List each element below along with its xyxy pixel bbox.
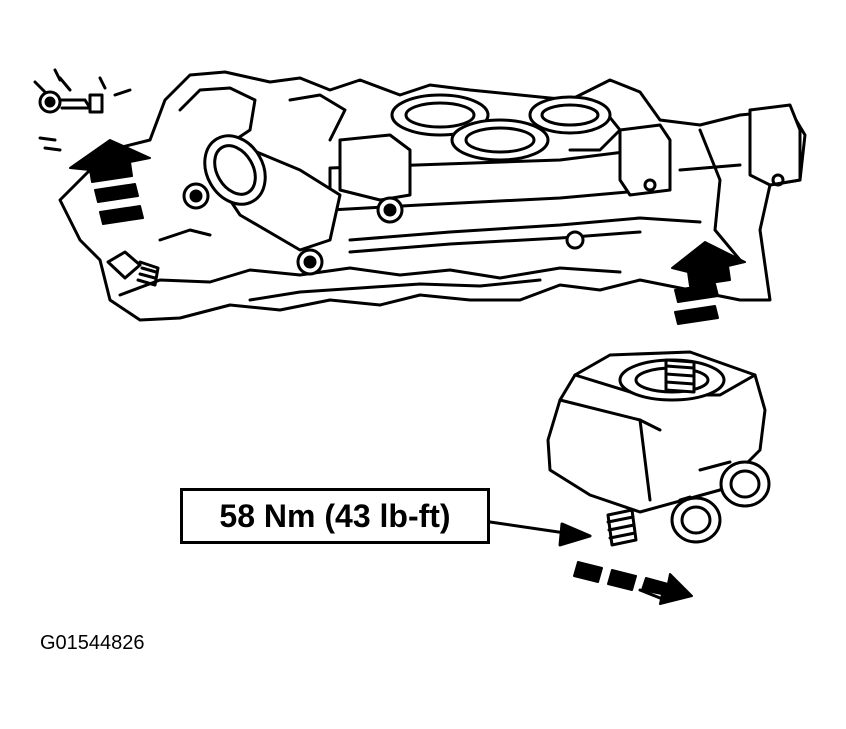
figure-id: G01544826 <box>40 632 145 654</box>
torque-callout-box: 58 Nm (43 lb-ft) <box>180 488 490 544</box>
top-left-bolt <box>33 68 132 152</box>
coolant-pipe <box>203 134 342 252</box>
mount-blocks <box>338 103 802 202</box>
port-ovals <box>390 93 612 162</box>
right-arrow-icon <box>573 561 693 605</box>
right-arrow-outline <box>638 588 662 600</box>
housing-nuts <box>106 182 585 287</box>
torque-leader <box>488 520 592 547</box>
oil-cooler <box>546 350 771 547</box>
torque-spec-label: 58 Nm (43 lb-ft) <box>219 497 451 534</box>
up-arrow-icon <box>69 139 746 325</box>
